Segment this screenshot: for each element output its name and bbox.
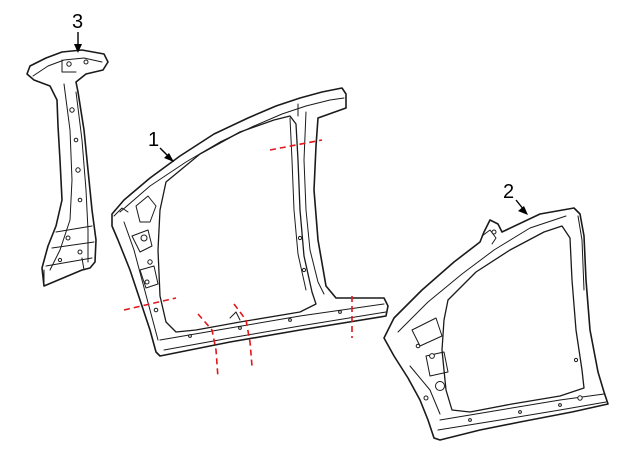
callout-number-3: 3 <box>72 11 83 33</box>
arrowhead-1 <box>164 153 174 162</box>
part-1-body-side-aperture[interactable] <box>111 87 389 357</box>
arrowhead-2 <box>518 206 528 215</box>
callout-2: 2 <box>503 181 528 215</box>
part-3-center-pillar[interactable] <box>26 49 109 287</box>
cut-line-a-pillar-lower <box>123 297 177 311</box>
cut-line-rocker-1 <box>197 313 219 379</box>
arrowhead-3 <box>74 44 82 53</box>
part-2-body-side-aperture-rear[interactable] <box>383 207 609 441</box>
callout-number-2: 2 <box>503 181 514 203</box>
callout-3: 3 <box>72 11 83 53</box>
callout-number-1: 1 <box>148 129 159 151</box>
cut-line-b-pillar-top <box>269 139 323 151</box>
cut-line-rocker-2 <box>233 303 253 367</box>
callout-1: 1 <box>148 129 174 162</box>
cut-lines <box>123 139 353 379</box>
